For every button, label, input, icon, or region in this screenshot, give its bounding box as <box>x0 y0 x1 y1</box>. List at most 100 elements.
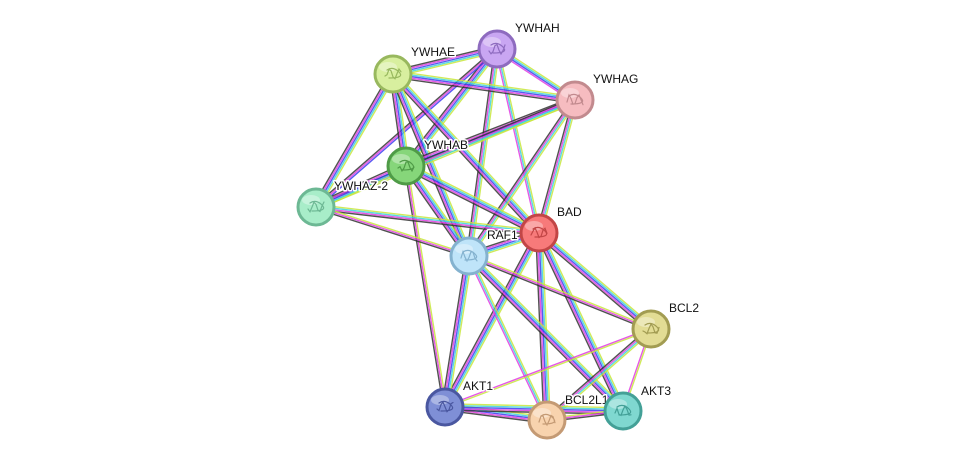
edge-ywhaz-2-bad[interactable] <box>315 203 540 237</box>
edge-evidence-line <box>441 231 537 406</box>
node-circle[interactable] <box>373 54 413 94</box>
node-ywhae[interactable]: YWHAE <box>373 44 457 94</box>
node-highlight <box>609 399 627 409</box>
edge-evidence-line <box>535 234 621 413</box>
edge-ywhae-bad[interactable] <box>390 71 542 236</box>
node-akt3[interactable]: AKT3 <box>603 383 673 431</box>
edge-evidence-line <box>404 168 538 237</box>
edge-ywhab-bad[interactable] <box>404 162 541 237</box>
node-circle[interactable] <box>631 309 671 349</box>
edge-evidence-line <box>469 49 499 257</box>
edge-ywhab-akt1[interactable] <box>403 165 448 408</box>
edge-evidence-line <box>470 253 626 410</box>
node-highlight <box>561 88 579 98</box>
node-bcl2[interactable]: BCL2 <box>631 300 701 349</box>
node-circle[interactable] <box>477 29 517 69</box>
node-highlight <box>533 408 551 418</box>
node-ywhaz-2[interactable]: YWHAZ-2 <box>296 178 390 227</box>
edge-evidence-line <box>394 71 542 232</box>
edge-bad-bcl2[interactable] <box>536 230 654 332</box>
node-akt1[interactable]: AKT1 <box>425 378 495 427</box>
edge-bcl2-akt1[interactable] <box>444 327 652 409</box>
edge-evidence-line <box>546 327 651 420</box>
edge-evidence-line <box>314 97 575 206</box>
edge-ywhah-ywhaz-2[interactable] <box>314 47 499 209</box>
edge-evidence-line <box>392 74 575 103</box>
edge-ywhae-ywhag[interactable] <box>392 70 576 104</box>
edge-evidence-line <box>392 73 540 234</box>
edge-evidence-line <box>465 48 496 256</box>
edge-evidence-line <box>312 72 391 206</box>
node-label: AKT1 <box>463 379 493 393</box>
edge-bad-akt3[interactable] <box>535 231 627 413</box>
edge-evidence-line <box>536 233 623 412</box>
node-highlight <box>392 154 410 164</box>
edge-evidence-line <box>540 230 654 328</box>
protein-structure-icon <box>642 322 660 335</box>
edge-evidence-line <box>544 326 650 419</box>
edge-evidence-line <box>405 165 540 234</box>
edge-evidence-line <box>470 100 578 258</box>
edge-raf1-bcl2[interactable] <box>468 253 652 332</box>
edge-evidence-line <box>539 231 653 329</box>
nodes-layer: YWHAH YWHAE YWHAG YWHABYWHAZ-2BADRAF1BCL2AK… <box>296 20 701 440</box>
edge-raf1-bcl2l1[interactable] <box>466 255 550 421</box>
edge-ywhag-bad[interactable] <box>536 99 578 234</box>
node-bad[interactable]: BAD <box>519 204 584 253</box>
edge-ywhah-raf1[interactable] <box>465 48 501 257</box>
edge-evidence-line <box>469 254 625 411</box>
node-circle[interactable] <box>386 146 426 186</box>
edge-evidence-line <box>469 100 577 257</box>
edge-ywhah-bad[interactable] <box>494 48 542 234</box>
edge-evidence-line <box>537 233 651 331</box>
node-highlight <box>483 37 501 47</box>
node-raf1[interactable]: RAF1 <box>449 227 520 276</box>
edge-evidence-line <box>316 74 395 209</box>
node-highlight <box>455 244 473 254</box>
node-circle[interactable] <box>527 400 567 440</box>
edge-raf1-akt3[interactable] <box>466 253 626 414</box>
edge-evidence-line <box>316 49 499 209</box>
node-bcl2l1[interactable]: BCL2L1 <box>527 392 610 440</box>
edge-evidence-line <box>316 101 577 210</box>
edge-evidence-line <box>315 206 470 257</box>
edge-ywhae-ywhaz-2[interactable] <box>312 72 397 209</box>
edge-evidence-line <box>314 47 497 207</box>
node-ywhab[interactable]: YWHAB <box>386 137 470 186</box>
node-circle[interactable] <box>555 80 595 120</box>
edge-evidence-line <box>445 256 472 408</box>
edge-evidence-line <box>539 100 577 234</box>
node-label: YWHAG <box>593 72 638 86</box>
edge-evidence-line <box>315 207 469 259</box>
edge-evidence-line <box>468 256 651 332</box>
protein-structure-icon <box>397 159 415 173</box>
edge-evidence-line <box>390 75 538 236</box>
edge-raf1-akt1[interactable] <box>441 255 473 408</box>
node-label: RAF1 <box>487 228 518 242</box>
node-ywhah[interactable]: YWHAH <box>477 20 561 69</box>
edge-evidence-line <box>406 165 448 407</box>
node-circle[interactable] <box>296 187 336 227</box>
node-highlight <box>302 195 320 205</box>
edge-evidence-line <box>466 256 547 421</box>
edge-evidence-line <box>538 232 652 330</box>
node-circle[interactable] <box>519 213 559 253</box>
edge-evidence-line <box>494 49 539 234</box>
edge-evidence-line <box>467 256 623 413</box>
node-label: BCL2L1 <box>565 393 609 407</box>
edge-bad-akt1[interactable] <box>441 231 543 409</box>
node-ywhag[interactable]: YWHAG <box>555 71 640 120</box>
edge-evidence-line <box>393 72 541 233</box>
edge-evidence-line <box>539 232 626 411</box>
edge-evidence-line <box>316 204 470 256</box>
edge-ywhaz-2-raf1[interactable] <box>315 204 470 259</box>
edge-ywhag-ywhaz-2[interactable] <box>314 97 577 210</box>
edge-evidence-line <box>392 73 576 101</box>
edge-evidence-line <box>392 76 575 104</box>
edge-evidence-line <box>536 234 650 332</box>
edge-evidence-line <box>316 205 540 233</box>
edge-evidence-line <box>442 231 539 407</box>
edge-evidence-line <box>316 100 576 209</box>
edge-evidence-line <box>315 208 539 237</box>
